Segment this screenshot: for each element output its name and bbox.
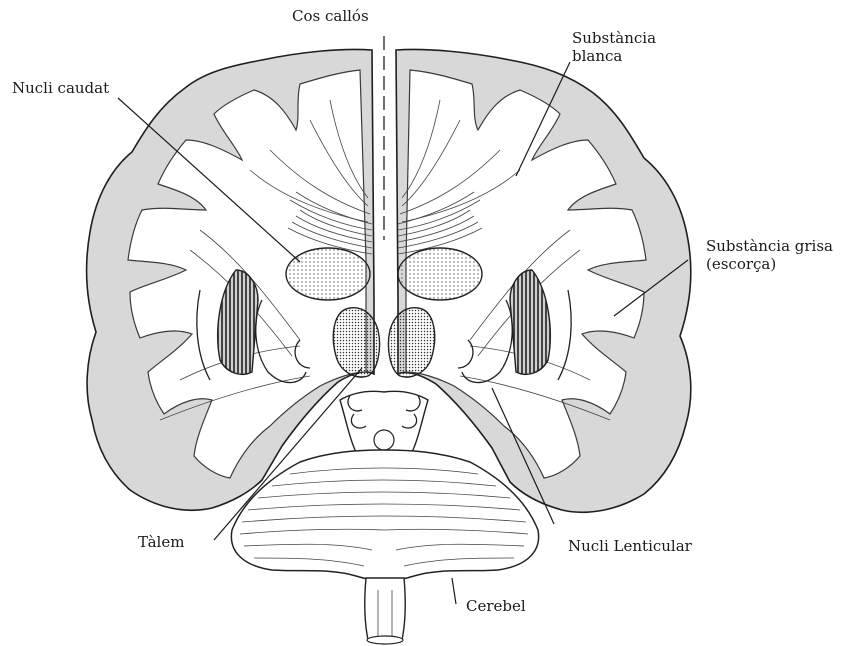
- label-substancia-blanca-line1: Substància: [572, 30, 656, 47]
- left-thalamus: [333, 308, 379, 377]
- label-substancia-grisa-line1: Substància grisa: [706, 238, 833, 255]
- label-substancia-grisa-line2: (escorça): [706, 256, 776, 273]
- leader-cerebel: [452, 578, 456, 604]
- label-nucli-lenticular: Nucli Lenticular: [568, 538, 692, 555]
- spinal-cord: [365, 578, 406, 640]
- right-thalamus: [388, 308, 434, 377]
- label-talem: Tàlem: [138, 534, 184, 551]
- right-caudate-nucleus: [398, 248, 482, 300]
- left-caudate-nucleus: [286, 248, 370, 300]
- label-substancia-blanca-line2: blanca: [572, 48, 622, 65]
- label-nucli-caudat: Nucli caudat: [12, 80, 109, 97]
- label-cerebel: Cerebel: [466, 598, 526, 615]
- label-cos-callos: Cos callós: [292, 8, 369, 25]
